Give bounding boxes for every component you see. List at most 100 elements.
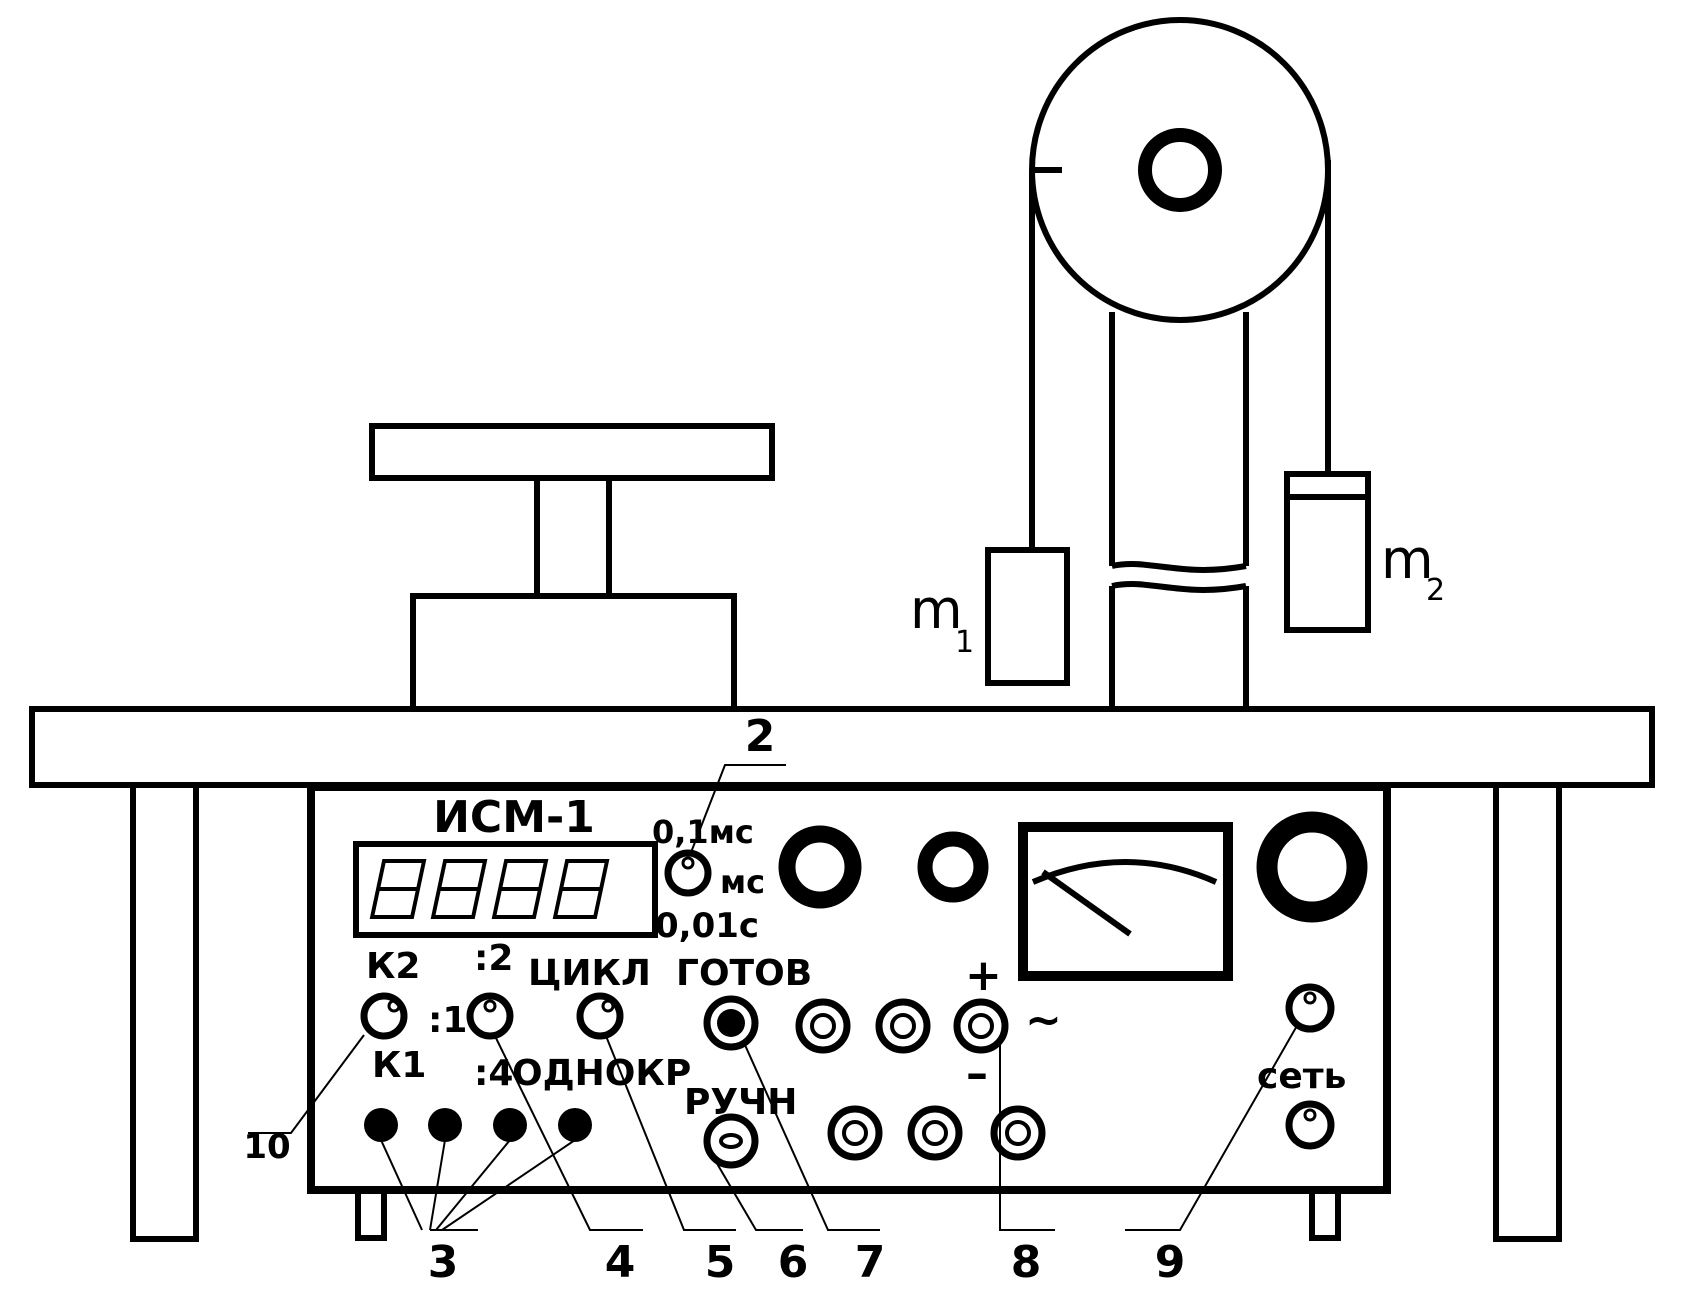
terminal-2-socket-icon (922, 1120, 948, 1146)
weight-m2 (1284, 471, 1371, 633)
display-digit-4 (552, 859, 610, 919)
power-knob[interactable] (1256, 811, 1368, 923)
leader-3c (435, 1139, 511, 1231)
supply-switch-2-lever-icon (890, 1013, 916, 1039)
mains-switch-bottom-lever-icon (1303, 1108, 1317, 1122)
adjust-knob-2[interactable] (917, 831, 989, 903)
instrument-foot-left (355, 1187, 387, 1241)
polarity-switch[interactable] (953, 998, 1009, 1054)
callout-3: 3 (428, 1237, 459, 1288)
label-plus: + (965, 950, 1002, 1001)
sensor-socket-2[interactable] (428, 1108, 462, 1142)
callout-7: 7 (855, 1237, 886, 1288)
callout-5: 5 (705, 1237, 736, 1288)
callout-leaders (248, 764, 1299, 1231)
label-div4: :4 (474, 1053, 513, 1094)
range-switch-lever-icon (681, 856, 695, 870)
leader-6 (711, 1154, 803, 1231)
leader-10 (248, 1034, 365, 1134)
label-div2: :2 (474, 938, 513, 979)
stand-column (534, 475, 612, 599)
range-switch[interactable] (664, 849, 712, 897)
instrument-ism1: ИСМ-1 0,1мс мс 0,01с (307, 783, 1391, 1241)
leader-9 (1125, 1023, 1299, 1231)
meter-scale-arc (1031, 859, 1218, 885)
leader-3d (441, 1139, 576, 1231)
leader-4 (494, 1035, 643, 1231)
display-digit-1 (369, 859, 427, 919)
label-cycle: ЦИКЛ (528, 953, 651, 994)
terminal-3[interactable] (990, 1105, 1046, 1161)
sensor-socket-3[interactable] (493, 1108, 527, 1142)
manual-button[interactable] (703, 1113, 759, 1169)
callout-6: 6 (778, 1237, 809, 1288)
table-top (29, 706, 1655, 788)
stand (369, 423, 775, 712)
mass-label-m1-sub: 1 (955, 625, 974, 660)
terminal-3-socket-icon (1005, 1120, 1031, 1146)
switch-k1-k2[interactable] (360, 992, 408, 1040)
mains-switch-bottom[interactable] (1285, 1100, 1335, 1150)
pulley-assembly: m 1 m 2 (910, 17, 1445, 709)
polarity-switch-lever-icon (968, 1013, 994, 1039)
column-break-lower (1111, 581, 1247, 593)
sensor-socket-1[interactable] (364, 1108, 398, 1142)
label-minus: – (966, 1048, 988, 1099)
digital-display (353, 841, 658, 938)
label-k2: К2 (366, 946, 420, 987)
supply-switch-1[interactable] (795, 998, 851, 1054)
switch-k1-k2-lever-icon (387, 999, 401, 1013)
mains-switch-top[interactable] (1285, 983, 1335, 1033)
column-break-upper (1111, 561, 1247, 573)
callout-2: 2 (745, 711, 776, 762)
divider-switch[interactable] (466, 992, 514, 1040)
sensor-socket-4[interactable] (558, 1108, 592, 1142)
range-label-ms: мс (720, 863, 765, 901)
ready-indicator-lamp-icon (717, 1009, 745, 1037)
mode-switch[interactable] (576, 992, 624, 1040)
manual-button-center-icon (719, 1133, 743, 1149)
stand-base (410, 593, 737, 712)
mains-switch-top-lever-icon (1303, 991, 1317, 1005)
leader-2 (689, 764, 786, 856)
mode-switch-lever-icon (601, 999, 615, 1013)
label-single: ОДНОКР (512, 1053, 691, 1094)
pulley-wheel (1029, 17, 1331, 323)
instrument-housing (307, 783, 1391, 1194)
terminal-1-socket-icon (842, 1120, 868, 1146)
supply-switch-2[interactable] (875, 998, 931, 1054)
label-k1: К1 (372, 1045, 426, 1086)
label-div1: :1 (428, 1000, 467, 1041)
table-leg-left (130, 782, 199, 1242)
leader-7 (744, 1044, 880, 1231)
callout-10: 10 (243, 1127, 290, 1167)
display-digit-3 (491, 859, 549, 919)
callout-8: 8 (1011, 1237, 1042, 1288)
leader-8 (999, 1045, 1055, 1231)
ready-indicator (703, 995, 759, 1051)
display-digits (369, 859, 610, 919)
pulley-axle (1138, 128, 1222, 212)
terminal-2[interactable] (907, 1105, 963, 1161)
leader-3a (380, 1139, 423, 1231)
mass-label-m2: m (1381, 528, 1434, 591)
mass-label-m1: m (910, 578, 963, 641)
label-mains: сеть (1257, 1056, 1346, 1097)
weight-m1 (985, 547, 1070, 686)
callout-9: 9 (1155, 1237, 1186, 1288)
table-leg-right (1493, 782, 1562, 1242)
adjust-knob-1[interactable] (778, 825, 862, 909)
label-ready: ГОТОВ (676, 953, 812, 994)
instrument-foot-right (1309, 1187, 1341, 1241)
range-label-01ms: 0,1мс (652, 813, 754, 851)
terminal-1[interactable] (827, 1105, 883, 1161)
instrument-title: ИСМ-1 (433, 792, 595, 843)
mass-label-m2-sub: 2 (1426, 573, 1445, 608)
display-digit-2 (430, 859, 488, 919)
leader-3b (429, 1139, 446, 1231)
analog-meter (1018, 822, 1233, 981)
leader-5 (605, 1035, 736, 1231)
callout-numbers: 2 3 4 5 6 7 8 9 10 (243, 711, 1185, 1288)
label-ac: ~ (1025, 995, 1062, 1046)
